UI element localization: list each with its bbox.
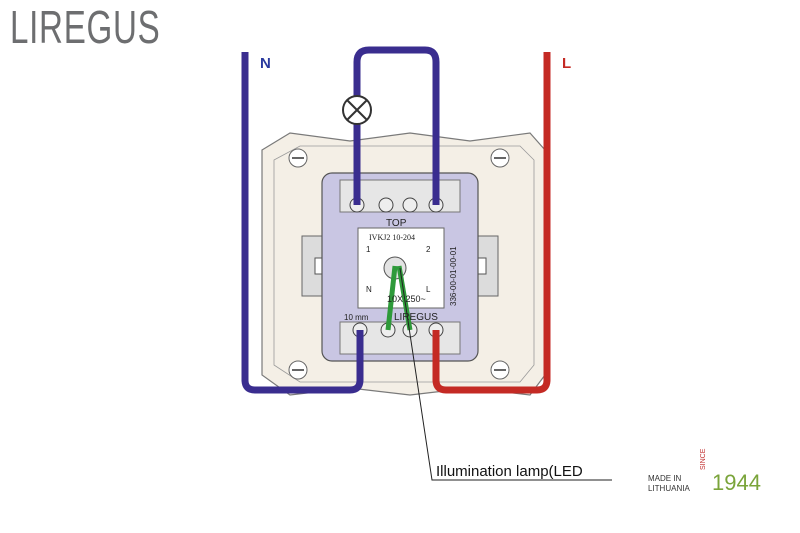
l-mark-label: L <box>426 285 431 294</box>
serial-label: 336-00-01-00-01 <box>449 246 458 306</box>
frame-screw-top-right <box>490 148 510 168</box>
rating-label: 10X 250~ <box>387 294 426 304</box>
live-label: L <box>562 55 571 72</box>
lamp-loop-wire <box>353 46 440 205</box>
frame-screw-top-left <box>288 148 308 168</box>
strip-length-label: 10 mm <box>344 313 369 322</box>
frame-screw-bottom-right <box>490 360 510 380</box>
live-wire <box>432 52 551 394</box>
model-label: IVKJ2 10-204 <box>369 233 415 242</box>
frame-screw-bottom-left <box>288 360 308 380</box>
terminal-top-center-right <box>402 197 418 213</box>
device-brand-label: LIREGUS <box>394 312 438 323</box>
made-in-badge: MADE IN LITHUANIA <box>648 474 690 494</box>
terminal-top-center-left <box>378 197 394 213</box>
since-text: SINCE <box>700 448 707 470</box>
terminal-1-label: 1 <box>366 245 371 254</box>
country-text: LITHUANIA <box>648 484 690 493</box>
led-wire-left <box>385 265 398 331</box>
callout-text: Illumination lamp(LED <box>436 463 583 480</box>
neutral-wire <box>241 52 364 394</box>
n-mark-label: N <box>366 285 372 294</box>
neutral-label: N <box>260 55 271 72</box>
callout-leader <box>399 267 612 481</box>
liregus-logo: LIREGUS <box>10 4 160 50</box>
lamp-icon <box>342 95 372 125</box>
year-text: 1944 <box>712 470 761 495</box>
made-in-text: MADE IN <box>648 474 682 483</box>
logo-text: LIREGUS <box>10 1 161 53</box>
terminal-2-label: 2 <box>426 245 431 254</box>
top-label: TOP <box>386 218 407 229</box>
